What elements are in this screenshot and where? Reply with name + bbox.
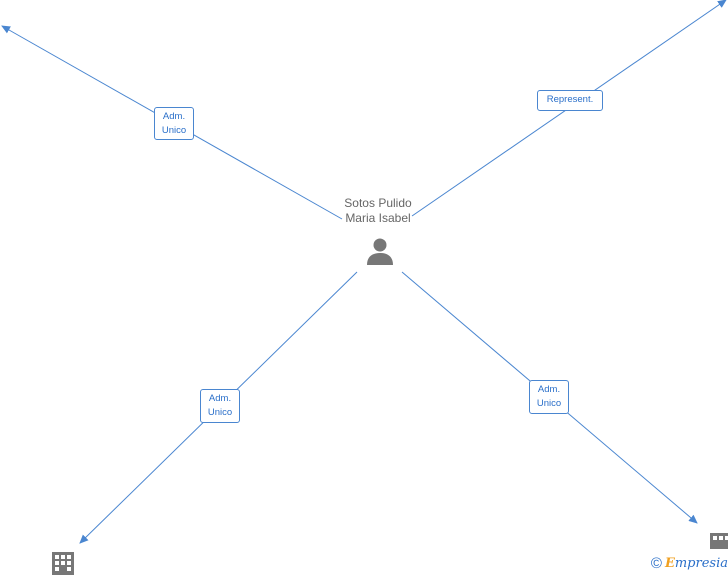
brand-first-letter: E (664, 555, 675, 571)
center-name-line2: Maria Isabel (345, 211, 411, 225)
edge-label-top-right[interactable]: Represent. (537, 90, 603, 111)
building-icon[interactable] (51, 551, 75, 575)
edge-label-line1: Adm. (162, 111, 186, 122)
edge-label-bottom-right[interactable]: Adm. Unico (529, 380, 569, 414)
edge-label-line2: Unico (536, 398, 562, 409)
center-node-name[interactable]: Sotos Pulido Maria Isabel (318, 196, 438, 226)
building-icon[interactable] (710, 533, 728, 549)
brand-rest: mpresia (674, 555, 728, 571)
copyright-symbol: © (650, 554, 662, 572)
footer-brand: © Empresia (651, 553, 728, 573)
person-icon[interactable] (365, 236, 395, 266)
edge-label-line2: Unico (207, 407, 233, 418)
edge-label-line1: Represent. (546, 94, 594, 105)
brand-logo: Empresia (665, 556, 728, 571)
edge-label-bottom-left[interactable]: Adm. Unico (200, 389, 240, 423)
edge-label-line1: Adm. (537, 384, 561, 395)
center-name-line1: Sotos Pulido (344, 196, 412, 210)
edge-label-top-left[interactable]: Adm. Unico (154, 107, 194, 140)
edge-label-line1: Adm. (208, 393, 232, 404)
edge-label-line2: Unico (161, 125, 187, 136)
